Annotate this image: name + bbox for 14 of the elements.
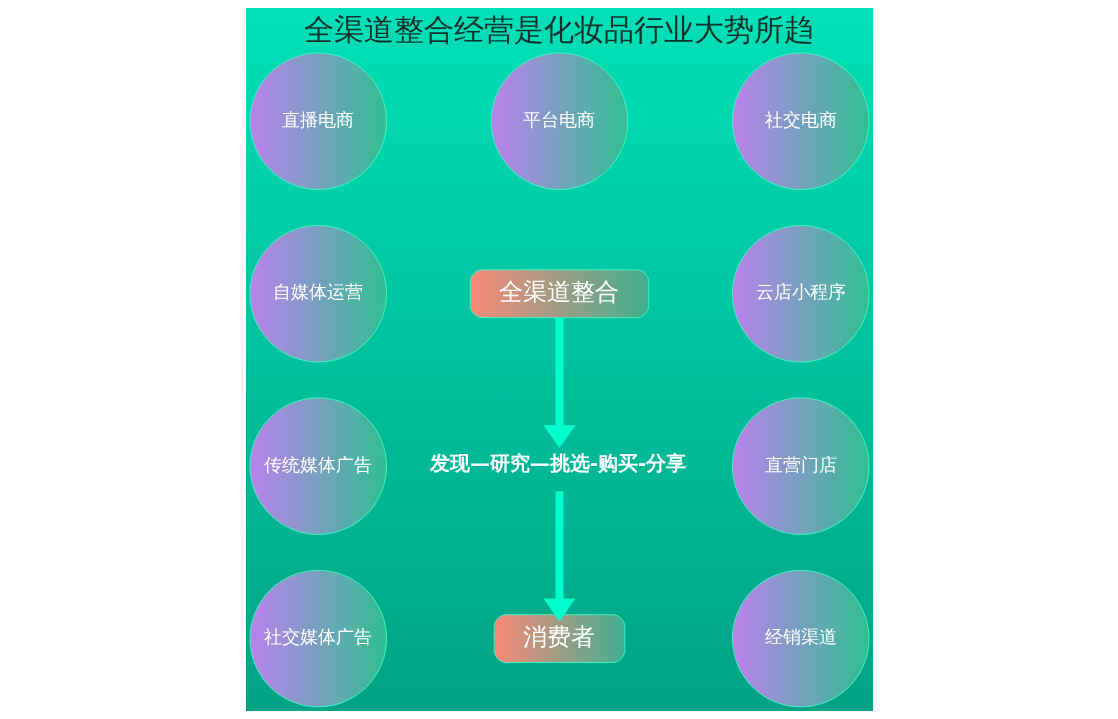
node-circle: 自媒体运营 bbox=[249, 224, 387, 363]
diagram-title: 全渠道整合经营是化妆品行业大势所趋 bbox=[304, 12, 814, 48]
node-circle: 直播电商 bbox=[249, 52, 387, 191]
node-box: 消费者 bbox=[493, 614, 625, 664]
node-circle: 直营门店 bbox=[731, 397, 869, 535]
node-circle: 社交媒体广告 bbox=[249, 569, 387, 708]
node-circle: 经销渠道 bbox=[731, 569, 869, 708]
node-circle: 社交电商 bbox=[731, 52, 869, 191]
node-circle: 平台电商 bbox=[490, 52, 628, 191]
node-circle: 传统媒体广告 bbox=[249, 397, 387, 535]
node-text: 发现—研究—挑选-购买-分享 bbox=[429, 452, 686, 476]
node-circle: 云店小程序 bbox=[731, 224, 869, 363]
arrow bbox=[542, 317, 576, 449]
node-box: 全渠道整合 bbox=[469, 269, 649, 319]
